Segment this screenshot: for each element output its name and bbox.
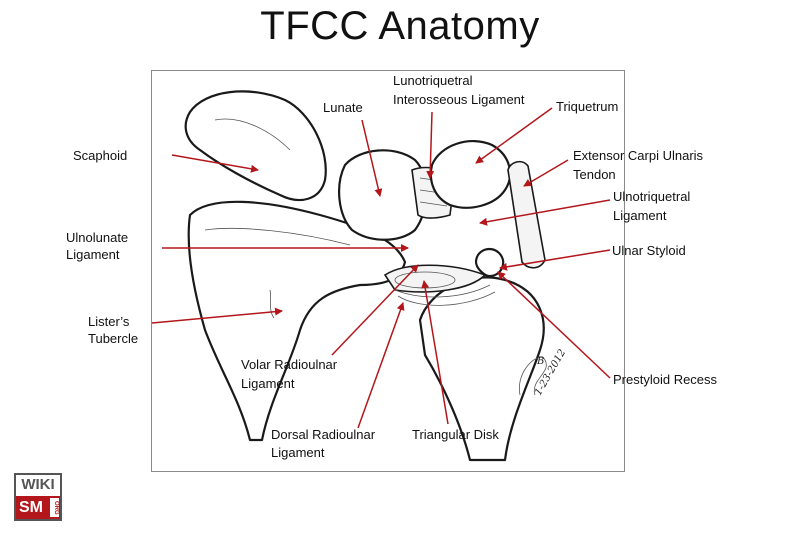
arrow-lunate	[361, 119, 383, 197]
labels: Scaphoid Lunate Lunotriquetral Interosse…	[66, 73, 718, 460]
label-listers-line1: Lister’s	[88, 314, 130, 329]
label-prestyloid: Prestyloid Recess	[613, 372, 718, 387]
label-ulnolunate-line1: Ulnolunate	[66, 230, 128, 245]
label-dorsal-line1: Dorsal Radioulnar	[271, 427, 376, 442]
radius-bone	[187, 200, 407, 442]
label-lunotriquetral-line1: Lunotriquetral	[393, 73, 473, 88]
label-dorsal-line2: Ligament	[271, 445, 325, 460]
label-ecu-line2: Tendon	[573, 167, 616, 182]
label-volar-line2: Ligament	[241, 376, 295, 391]
triquetrum-bone	[429, 140, 512, 209]
logo-text-top: WIKI	[21, 476, 55, 493]
signature-scribble	[518, 357, 547, 396]
label-lunotriquetral-line2: Interosseous Ligament	[393, 92, 525, 107]
arrow-triangular-disk	[421, 280, 449, 425]
label-listers-line2: Tubercle	[88, 331, 138, 346]
diagram-title: TFCC Anatomy	[260, 4, 540, 48]
label-scaphoid: Scaphoid	[73, 148, 127, 163]
signature-initial: B	[536, 356, 544, 367]
arrow-ulnar-styloid	[499, 249, 611, 271]
arrow-prestyloid	[497, 271, 611, 379]
wikism-logo[interactable]: WIKI SM ORG	[14, 473, 62, 521]
arrow-scaphoid	[171, 154, 259, 173]
triangular-disk-shape	[383, 264, 487, 293]
arrow-triquetrum	[475, 107, 553, 164]
label-triquetrum: Triquetrum	[556, 99, 618, 114]
scaphoid-bone	[184, 90, 327, 202]
logo-text-bottom: SM	[16, 496, 60, 519]
arrow-volar	[331, 264, 419, 356]
wrist-illustration: B 1-23-2012	[184, 90, 568, 462]
label-lunate: Lunate	[323, 100, 363, 115]
label-ulnotriquetral-line1: Ulnotriquetral	[613, 189, 690, 204]
arrow-ecu	[523, 159, 569, 187]
ulnar-styloid-shape	[474, 247, 505, 278]
logo-text-side: ORG	[50, 498, 59, 517]
arrow-ulnotriquetral	[479, 199, 611, 226]
label-triangular-disk: Triangular Disk	[412, 427, 499, 442]
label-ulnotriquetral-line2: Ligament	[613, 208, 667, 223]
lunate-bone	[338, 149, 428, 241]
pointer-arrows	[151, 107, 611, 429]
arrow-dorsal	[357, 302, 405, 429]
label-ulnar-styloid: Ulnar Styloid	[612, 243, 686, 258]
label-ulnolunate-line2: Ligament	[66, 247, 120, 262]
label-volar-line1: Volar Radioulnar	[241, 357, 338, 372]
arrow-listers	[151, 307, 283, 324]
label-ecu-line1: Extensor Carpi Ulnaris	[573, 148, 704, 163]
arrow-lunotriquetral	[426, 111, 435, 179]
